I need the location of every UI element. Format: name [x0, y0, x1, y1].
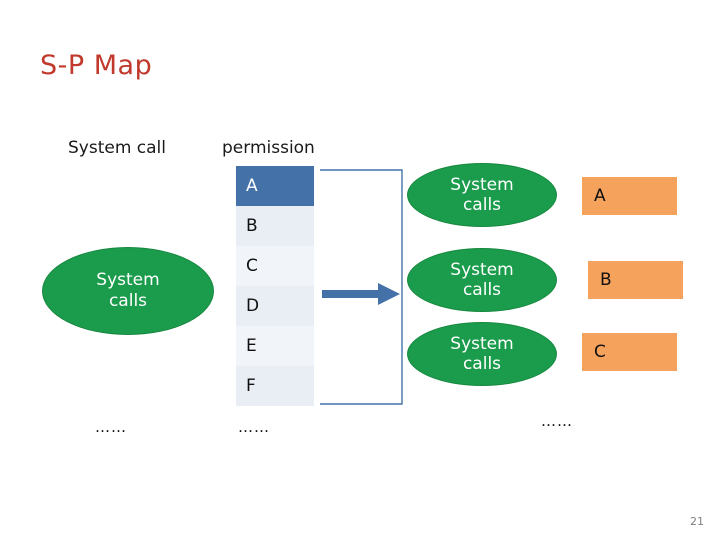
page-number: 21: [690, 515, 704, 528]
permission-list: A B C D E F: [236, 166, 314, 406]
permission-cell-b: B: [236, 206, 314, 246]
left-ellipse-line1: System: [96, 269, 160, 290]
mapping-arrow-icon: [322, 283, 400, 305]
mapped-ellipse-3-line1: System: [450, 333, 514, 354]
left-column-ellipsis: ……: [95, 418, 127, 436]
mapped-permission-box-b: B: [588, 261, 683, 299]
left-system-calls-ellipse: System calls: [42, 247, 214, 335]
mapped-ellipse-1-line1: System: [450, 174, 514, 195]
page-title: S-P Map: [40, 50, 153, 81]
mapped-permission-box-a: A: [582, 177, 677, 215]
mapped-column-ellipsis: ……: [541, 412, 573, 430]
permission-cell-c: C: [236, 246, 314, 286]
permission-cell-f: F: [236, 366, 314, 406]
column-header-system-call: System call: [68, 138, 167, 158]
permission-column-ellipsis: ……: [238, 418, 270, 436]
left-ellipse-line2: calls: [108, 291, 148, 311]
mapped-ellipse-1-line2: calls: [462, 195, 502, 215]
column-header-permission: permission: [222, 138, 315, 158]
mapped-ellipse-2-line2: calls: [462, 280, 502, 300]
mapped-permission-box-c: C: [582, 333, 677, 371]
mapped-system-calls-ellipse-2: System calls: [407, 248, 557, 312]
permission-cell-a: A: [236, 166, 314, 206]
mapped-ellipse-2-line1: System: [450, 259, 514, 280]
mapped-ellipse-3-line2: calls: [462, 354, 502, 374]
permission-cell-d: D: [236, 286, 314, 326]
permission-cell-e: E: [236, 326, 314, 366]
mapped-system-calls-ellipse-1: System calls: [407, 163, 557, 227]
grouping-bracket: [320, 169, 403, 405]
mapped-system-calls-ellipse-3: System calls: [407, 322, 557, 386]
